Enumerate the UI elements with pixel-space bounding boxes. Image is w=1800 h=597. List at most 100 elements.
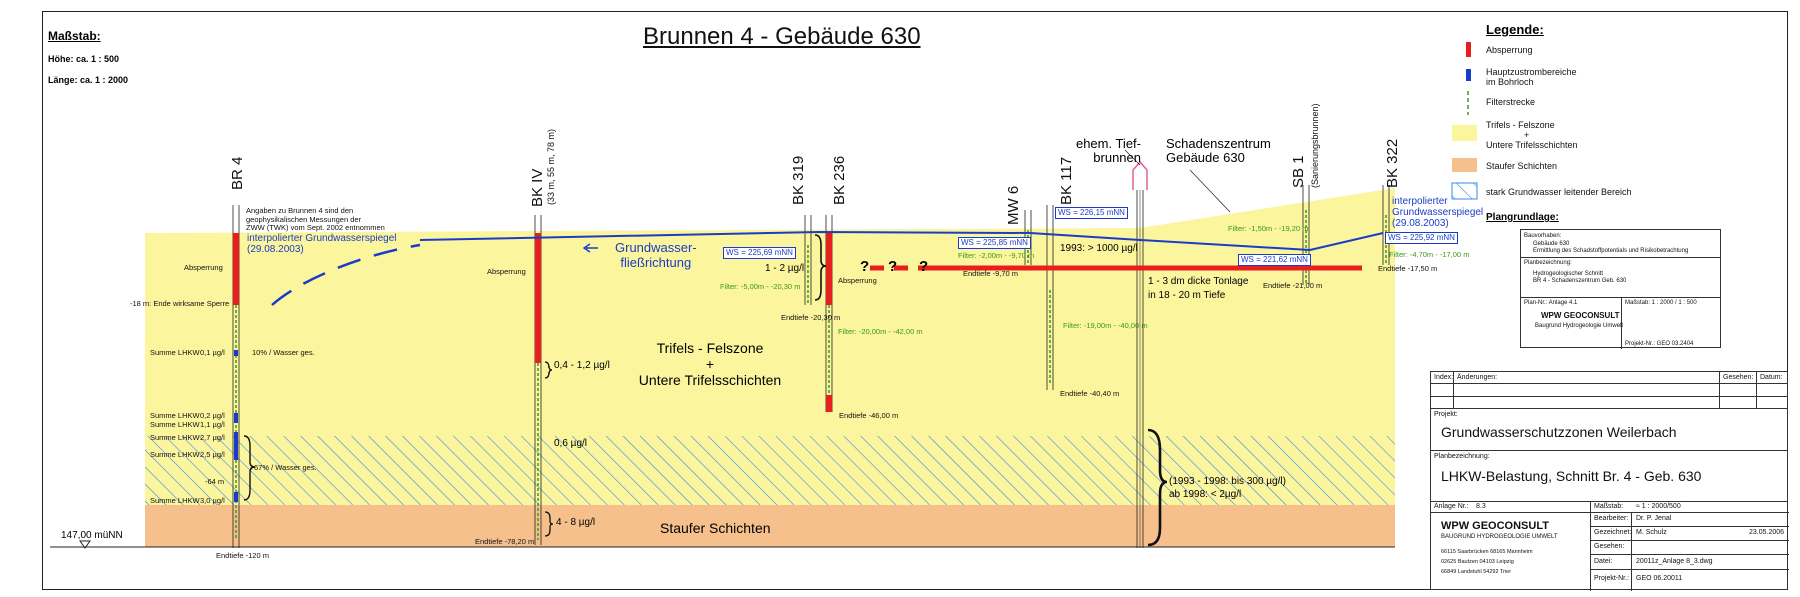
br4-lhkw-2: Summe LHKW — [150, 411, 200, 420]
bk117-conc: 1993: > 1000 µg/l — [1060, 243, 1138, 254]
legend-absperrung-symbol — [1466, 42, 1471, 57]
br4-lhkw-6: Summe LHKW — [150, 496, 200, 505]
br4-p67: 67% / Wasser ges. — [254, 463, 317, 472]
br4-lhkw-4: Summe LHKW — [150, 433, 200, 442]
br4-v25: 2,5 µg/l — [200, 450, 225, 459]
br4-v30: 3,0 µg/l — [200, 496, 225, 505]
tb-addr-2: 02625 Bautzen 04103 Leipzig — [1441, 559, 1514, 565]
tb-index: Index: — [1434, 374, 1454, 381]
well-label-bk4: BK IV — [529, 168, 546, 207]
tb-planbez-label: Planbezeichnung: — [1434, 453, 1490, 460]
scale-height: Höhe: ca. 1 : 500 — [48, 54, 120, 64]
ws-sb1: WS = 221,62 mNN — [1238, 254, 1311, 266]
well-label-bk236: BK 236 — [831, 155, 848, 205]
tb-anlage-label: Anlage Nr.: — [1434, 503, 1469, 510]
level-marker — [79, 540, 91, 549]
well-bk236 — [825, 215, 833, 412]
groundwater-line — [419, 230, 1384, 252]
bk4-conc-c: 4 - 8 µg/l — [556, 517, 596, 528]
page-title: Brunnen 4 - Gebäude 630 — [643, 23, 921, 50]
tb-bearbeiter-label: Bearbeiter: — [1594, 515, 1629, 522]
plan-stamp: Bauvorhaben: Gebäude 630 Ermittlung des … — [1520, 229, 1721, 349]
well-label-sb1: SB 1 — [1290, 155, 1307, 188]
legend-item-filter: Filterstrecke — [1486, 97, 1536, 107]
tb-addr-1: 66115 Saarbrücken 68165 Mannheim — [1441, 549, 1533, 555]
tb-datei-label: Datei: — [1594, 558, 1613, 565]
tb-firm-sub: BAUGRUND HYDROGEOLOGIE UMWELT — [1441, 534, 1558, 540]
tb-gesehen2-label: Gesehen: — [1594, 543, 1625, 550]
zentrum-leader — [1189, 169, 1231, 213]
scale-length: Länge: ca. 1 : 2000 — [48, 75, 129, 85]
scale-heading: Maßstab: — [48, 29, 101, 43]
zone-trifels: Trifels - Felszone+Untere Trifelsschicht… — [638, 340, 782, 388]
brace-br4 — [243, 435, 256, 501]
sb1-endtiefe: Endtiefe -21,00 m — [1263, 281, 1323, 290]
ws-mw6: WS = 226,15 mNN — [1055, 207, 1128, 219]
br4-lhkw-3: Summe LHKW — [150, 420, 200, 429]
br4-endtiefe: Endtiefe -120 m — [216, 551, 269, 560]
well-bk319 — [804, 215, 812, 305]
legend-item-staufer: Staufer Schichten — [1486, 161, 1558, 171]
tiefbrunnen-marker — [1132, 160, 1148, 190]
tb-anlage: 8.3 — [1476, 503, 1486, 510]
legend-heading: Legende: — [1486, 22, 1544, 37]
flow-label: Grundwasser-fließrichtung — [615, 240, 697, 270]
br4-lhkw-5: Summe LHKW — [150, 450, 200, 459]
flow-arrow — [582, 243, 598, 253]
question-1: ? — [860, 258, 870, 275]
ws-bk322: WS = 225,92 mNN — [1385, 232, 1458, 244]
brace-bk4-a — [544, 361, 553, 379]
br4-lhkw-1: Summe LHKW — [150, 348, 200, 357]
bk4-conc-a: 0,4 - 1,2 µg/l — [554, 360, 610, 371]
question-3: ? — [919, 258, 929, 275]
well-bk4 — [534, 215, 542, 545]
well-label-bk319: BK 319 — [790, 155, 807, 205]
plan-heading: Plangrundlage: — [1486, 212, 1559, 223]
legend-item-absperrung: Absperrung — [1486, 45, 1533, 55]
hist-label: (1993 - 1998: bis 300 µg/l)ab 1998: < 2µ… — [1169, 476, 1286, 500]
bk319-conc: 1 - 2 µg/l — [765, 263, 805, 274]
bk4-conc-b: 0,6 µg/l — [554, 438, 588, 449]
bk236-endtiefe: Endtiefe -46,00 m — [839, 411, 899, 420]
title-block: Index: Änderungen: Gesehen: Datum: Proje… — [1430, 371, 1789, 591]
tb-gezeichnet-label: Gezeichnet: — [1594, 529, 1632, 536]
filter-sb1: Filter: -1,50m - -19,20 m — [1228, 224, 1309, 233]
conductive-zone-hatch — [145, 436, 1395, 505]
filter-bk322: Filter: -4,70m - -17,00 m — [1389, 250, 1470, 259]
filter-mw6: Filter: -2,00m - -9,70 m — [958, 251, 1035, 260]
well-bk117 — [1046, 205, 1054, 390]
brace-bk319 — [814, 234, 827, 301]
tb-massstab-label: Maßstab: — [1594, 503, 1624, 510]
well-label-bk4-sub: (33 m, 55 m, 78 m) — [546, 128, 556, 205]
tb-planbez: LHKW-Belastung, Schnitt Br. 4 - Geb. 630 — [1441, 468, 1702, 484]
brace-bk4-c — [544, 511, 554, 537]
ws-bk236: WS = 225,85 mNN — [958, 237, 1031, 249]
bk322-endtiefe: Endtiefe -17,50 m — [1378, 264, 1438, 273]
zone-staufer: Staufer Schichten — [660, 520, 771, 536]
tb-projekt: Grundwasserschutzzonen Weilerbach — [1441, 424, 1677, 440]
well-tiefbrunnen — [1136, 190, 1144, 548]
tb-datum: Datum: — [1760, 374, 1783, 381]
tb-gesehen: Gesehen: — [1723, 374, 1754, 381]
tb-bearbeiter: Dr. P. Jenal — [1636, 515, 1672, 522]
gw-left-label: interpolierter Grundwasserspiegel(29.08.… — [247, 233, 397, 255]
well-label-sb1-sub: (Sanierungsbrunnen) — [1310, 103, 1320, 188]
well-label-br4: BR 4 — [229, 156, 246, 190]
br4-p10: 10% / Wasser ges. — [252, 348, 315, 357]
tb-datei: 20011z_Anlage 8_3.dwg — [1636, 558, 1713, 565]
br4-absperrung: Absperrung — [184, 263, 223, 272]
tb-projnr: GEO 06.20011 — [1636, 575, 1683, 582]
tb-projnr-label: Projekt-Nr.: — [1594, 575, 1630, 582]
br4-v11: 1,1 µg/l — [200, 420, 225, 429]
tief-leader — [1124, 149, 1141, 166]
legend-hatch-symbol — [1451, 182, 1478, 200]
br4-v01: 0,1 µg/l — [200, 348, 225, 357]
tb-projekt-label: Projekt: — [1434, 411, 1458, 418]
well-br4 — [232, 205, 240, 548]
br4-v02: 0,2 µg/l — [200, 411, 225, 420]
question-2: ? — [888, 258, 898, 275]
tb-massstab: ≈ 1 : 2000/500 — [1636, 503, 1681, 510]
